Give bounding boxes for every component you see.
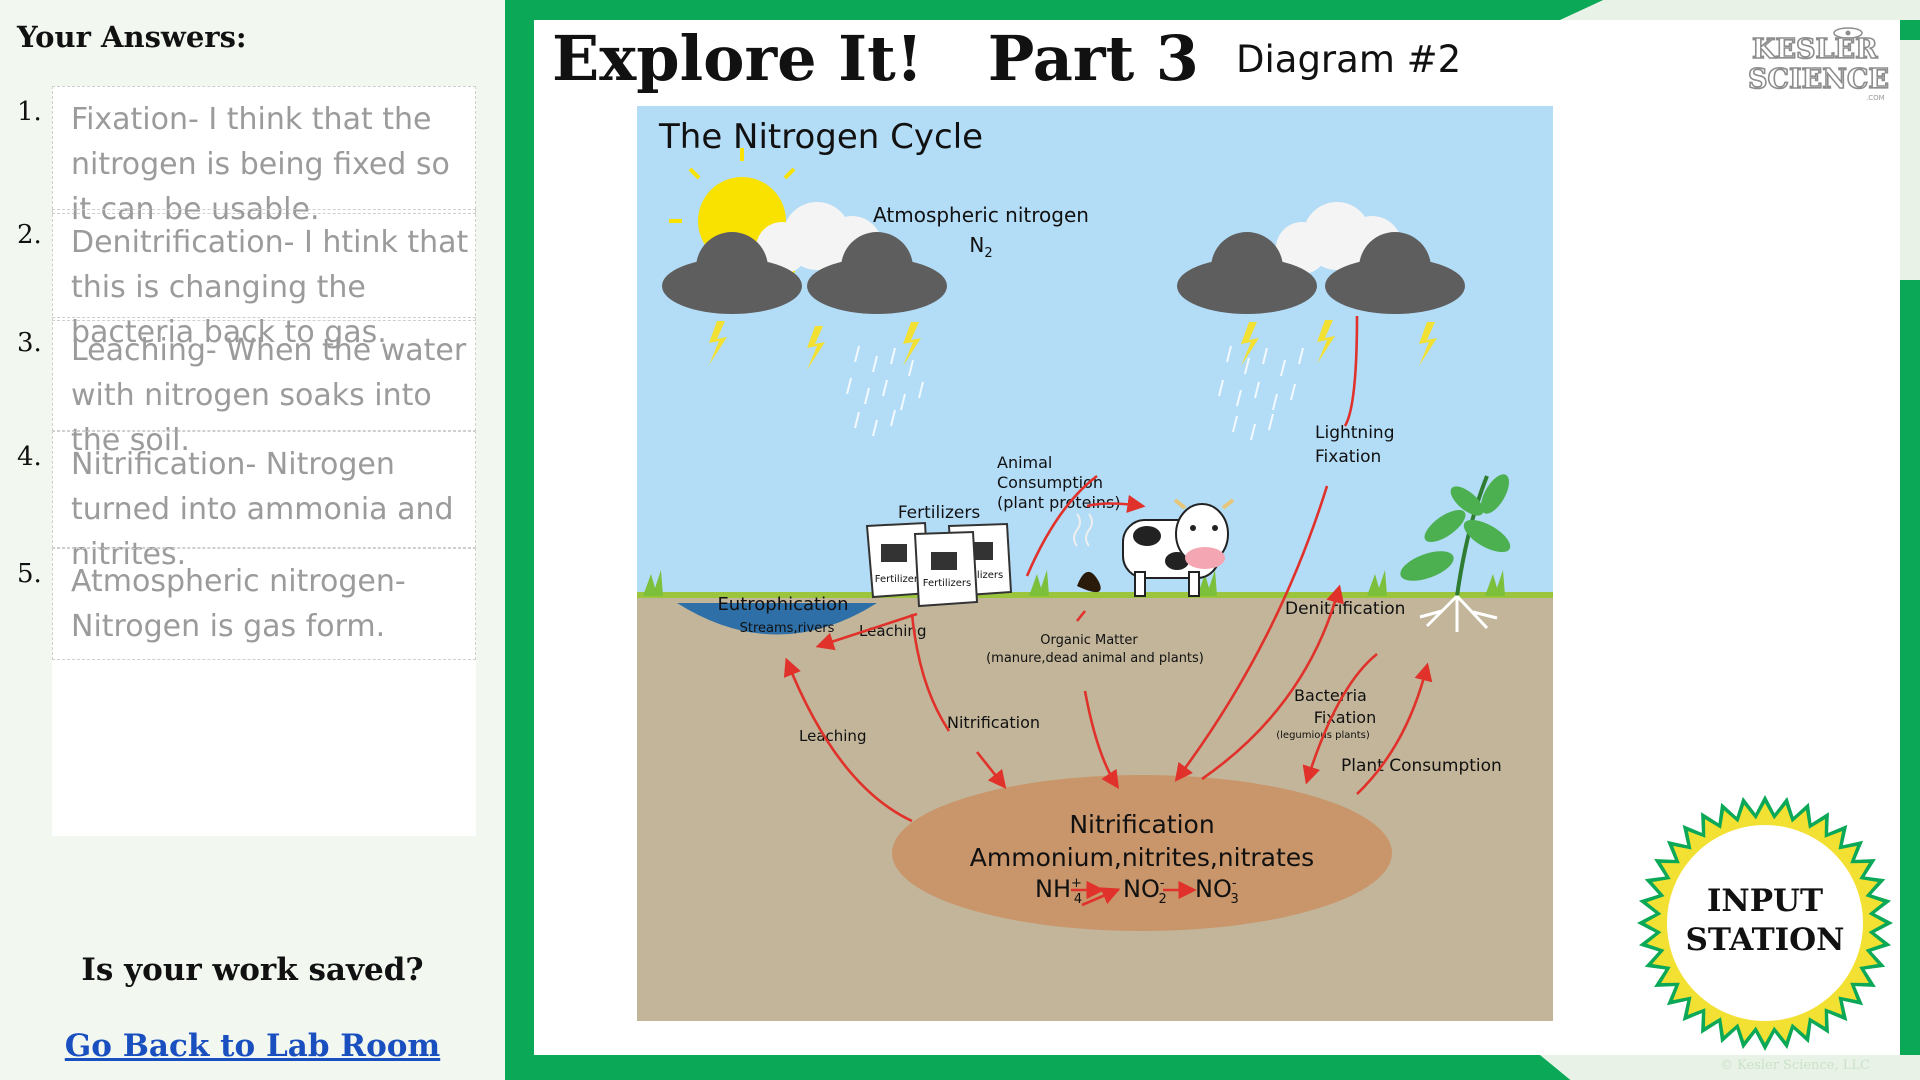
pool-subtitle: Ammonium,nitrites,nitrates xyxy=(970,843,1314,872)
denitrification-label: Denitrification xyxy=(1285,599,1405,619)
svg-text:Fertilizers: Fertilizers xyxy=(875,574,923,585)
atmospheric-nitrogen-label: Atmospheric nitrogen xyxy=(873,203,1089,227)
rain-icon xyxy=(846,345,1304,441)
fertilizers-label: Fertilizers xyxy=(898,503,981,523)
slide-decoration xyxy=(505,400,534,780)
manure-icon xyxy=(1073,513,1101,593)
starburst-icon xyxy=(1637,795,1893,1051)
slide-decoration xyxy=(1560,0,1920,20)
copyright-text: © Kesler Science, LLC xyxy=(1720,1058,1870,1073)
answer-number: 4. xyxy=(17,442,42,472)
slide-decoration xyxy=(1540,1055,1920,1080)
kesler-science-logo: KESLER SCIENCE .COM xyxy=(1748,27,1890,102)
leaching-label-left: Leaching xyxy=(799,727,866,745)
nitrification-mid-label: Nitrification xyxy=(947,713,1040,732)
eutrophication-label: Eutrophication xyxy=(717,594,848,615)
no2-formula: NO-2 xyxy=(1123,875,1167,907)
organic-matter-sub: (manure,dead animal and plants) xyxy=(986,651,1204,666)
organic-matter-label: Organic Matter xyxy=(1040,633,1138,648)
answer-field-5[interactable]: 5. Atmospheric nitrogen- Nitrogen is gas… xyxy=(17,548,476,660)
no3-formula: NO-3 xyxy=(1195,875,1239,907)
fertilizer-bags-icon: Fertilizers Fertilizers Fertilizers xyxy=(865,521,1013,608)
n2-formula: N2 xyxy=(969,233,992,261)
answer-text[interactable]: Nitrification- Nitrogen turned into ammo… xyxy=(71,447,454,572)
nitrification-pool xyxy=(892,775,1392,931)
answer-text[interactable]: Denitrification- I htink that this is ch… xyxy=(71,225,469,350)
grass-icon xyxy=(643,570,1505,596)
badge-line-2: STATION xyxy=(1685,922,1845,958)
answer-number: 3. xyxy=(17,328,42,358)
badge-line-1: INPUT xyxy=(1706,883,1824,919)
answer-text[interactable]: Leaching- When the water with nitrogen s… xyxy=(71,333,467,458)
grass-line xyxy=(637,592,1553,598)
plant-consumption-label: Plant Consumption xyxy=(1341,756,1502,776)
answer-field-2[interactable]: 2. Denitrification- I htink that this is… xyxy=(17,209,476,350)
cycle-arrows xyxy=(783,315,1433,907)
slide-decoration xyxy=(1900,40,1920,280)
badge-text: INPUT STATION xyxy=(1636,882,1894,960)
nh4-formula: NH+4 xyxy=(1035,875,1082,907)
answers-box: 1. Fixation- I think that the nitrogen i… xyxy=(17,86,476,836)
svg-text:Fertilizers: Fertilizers xyxy=(955,570,1003,581)
svg-text:KESLER: KESLER xyxy=(1752,34,1878,65)
save-question: Is your work saved? xyxy=(81,952,424,988)
back-to-lab-link[interactable]: Go Back to Lab Room xyxy=(64,1028,441,1064)
svg-text:.COM: .COM xyxy=(1866,94,1885,102)
animal-consumption-label: Animal Consumption (plant proteins) xyxy=(997,453,1121,512)
lightning-fixation-label: Lightning Fixation xyxy=(1315,423,1400,467)
answer-text[interactable]: Atmospheric nitrogen- Nitrogen is gas fo… xyxy=(71,564,406,644)
cloud-icon xyxy=(1177,202,1465,314)
svg-text:Fertilizers: Fertilizers xyxy=(923,578,971,589)
answer-number: 2. xyxy=(17,220,42,250)
answer-number: 1. xyxy=(17,97,42,127)
input-station-badge: INPUT STATION xyxy=(1636,794,1894,1052)
answer-field-4[interactable]: 4. Nitrification- Nitrogen turned into a… xyxy=(17,431,476,572)
streams-label: Streams,rivers xyxy=(740,621,835,636)
answer-field-3[interactable]: 3. Leaching- When the water with nitroge… xyxy=(17,317,476,458)
sky-background xyxy=(637,106,1553,596)
answer-number: 5. xyxy=(17,559,42,589)
nitrogen-cycle-diagram: The Nitrogen Cycle xyxy=(637,106,1553,1021)
answers-title: Your Answers: xyxy=(17,20,247,54)
stream-water xyxy=(677,603,877,635)
cow-icon xyxy=(1122,498,1235,597)
pool-title: Nitrification xyxy=(1069,810,1214,839)
svg-text:SCIENCE: SCIENCE xyxy=(1748,64,1889,95)
diagram-title: The Nitrogen Cycle xyxy=(658,117,983,157)
plant-icon xyxy=(1400,474,1511,632)
slide-title: Explore It! Part 3 xyxy=(552,22,1199,95)
answer-field-1[interactable]: 1. Fixation- I think that the nitrogen i… xyxy=(17,86,476,227)
lightning-icon xyxy=(709,320,1437,370)
cloud-icon xyxy=(662,202,947,314)
diagram-label: Diagram #2 xyxy=(1236,38,1462,81)
answers-panel: Your Answers: 1. Fixation- I think that … xyxy=(0,0,505,1080)
